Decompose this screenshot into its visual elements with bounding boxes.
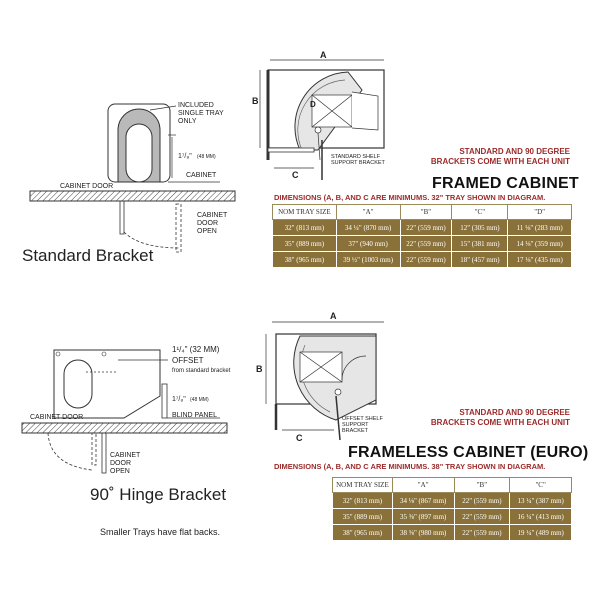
framed-header-a: "A" <box>335 204 401 220</box>
frameless-header-b: "B" <box>453 477 511 493</box>
blind-panel-label: BLIND PANEL <box>172 412 217 419</box>
cabinet-door-label: CABINET DOOR <box>60 183 114 190</box>
table-row: 38" (965 mm) 39 ½" (1003 mm) 22" (559 mm… <box>272 251 572 268</box>
frameless-brackets-note-line1: STANDARD AND 90 DEGREE <box>459 408 570 417</box>
hinge-height-dim: 1⁷/₈" <box>172 396 186 403</box>
frameless-dimension-table: NOM TRAY SIZE "A" "B" "C" 32" (813 mm) 3… <box>332 477 572 541</box>
table-cell: 38" (965 mm) <box>332 524 393 541</box>
frameless-dim-a: A <box>330 311 337 321</box>
framed-cabinet-drawing <box>259 59 385 180</box>
standard-height-dim: 1⁷/₈" <box>178 153 192 160</box>
table-cell: 22" (559 mm) <box>453 508 511 525</box>
frameless-cabinet-title: FRAMELESS CABINET (EURO) <box>348 444 589 461</box>
framed-dim-d: D <box>310 100 316 109</box>
hinge-offset-dim: 1¹/₄" (32 mm) <box>172 345 220 354</box>
frameless-header-c: "C" <box>509 477 572 493</box>
standard-shelf-support-label: STANDARD SHELF SUPPORT BRACKET <box>331 154 385 166</box>
frameless-subtitle: DIMENSIONS (A, B, AND C ARE MINIMUMS. 38… <box>274 462 546 471</box>
framed-header-d: "D" <box>507 204 572 220</box>
table-cell: 11 ⅛" (283 mm) <box>507 219 572 236</box>
frameless-dim-c: C <box>296 433 303 443</box>
table-cell: 35 ⅜" (897 mm) <box>391 508 455 525</box>
hinge-cabinet-door-open-label: CABINET DOOR OPEN <box>110 452 141 475</box>
framed-brackets-note-line1: STANDARD AND 90 DEGREE <box>459 147 570 156</box>
table-cell: 19 ¼" (489 mm) <box>509 524 572 541</box>
included-tray-label: INCLUDED SINGLE TRAY ONLY <box>178 102 224 125</box>
cabinet-label: CABINET <box>186 172 217 179</box>
standard-bracket-drawing <box>29 103 236 253</box>
table-cell: 22" (559 mm) <box>399 251 453 268</box>
table-cell: 34 ¼" (870 mm) <box>335 219 401 236</box>
framed-cabinet-title: FRAMED CABINET <box>432 175 579 192</box>
framed-dim-c: C <box>292 170 299 180</box>
table-cell: 22" (559 mm) <box>399 219 453 236</box>
hinge-offset-note: from standard bracket <box>172 368 231 374</box>
table-cell: 14 ⅛" (359 mm) <box>507 235 572 252</box>
table-cell: 22" (559 mm) <box>453 524 511 541</box>
hinge-bracket-drawing <box>21 349 228 474</box>
table-cell: 38 ⅝" (980 mm) <box>391 524 455 541</box>
hinge-cabinet-door-label: CABINET DOOR <box>30 414 84 421</box>
table-cell: 32" (813 mm) <box>272 219 337 236</box>
table-cell: 35" (889 mm) <box>272 235 337 252</box>
framed-header-size: NOM TRAY SIZE <box>272 204 337 220</box>
frameless-header-a: "A" <box>391 477 455 493</box>
table-cell: 39 ½" (1003 mm) <box>335 251 401 268</box>
table-row: 35" (889 mm) 37" (940 mm) 22" (559 mm) 1… <box>272 235 572 252</box>
table-row: 32" (813 mm) 34 ¼" (870 mm) 22" (559 mm)… <box>272 219 572 236</box>
hinge-offset-label: OFFSET <box>172 356 204 365</box>
framed-dim-b: B <box>252 96 259 106</box>
table-cell: 18" (457 mm) <box>451 251 509 268</box>
table-cell: 22" (559 mm) <box>453 492 511 509</box>
frameless-brackets-note: STANDARD AND 90 DEGREE BRACKETS COME WIT… <box>430 408 570 428</box>
table-cell: 13 ¼" (387 mm) <box>509 492 572 509</box>
frameless-cabinet-drawing <box>265 321 384 441</box>
frameless-table-header-row: NOM TRAY SIZE "A" "B" "C" <box>332 477 572 493</box>
table-cell: 34 ⅛" (867 mm) <box>391 492 455 509</box>
table-cell: 35" (889 mm) <box>332 508 393 525</box>
hinge-bracket-caption: 90˚ Hinge Bracket <box>90 485 227 504</box>
framed-brackets-note-line2: BRACKETS COME WITH EACH UNIT <box>430 157 570 166</box>
table-row: 38" (965 mm) 38 ⅝" (980 mm) 22" (559 mm)… <box>332 524 572 541</box>
frameless-dim-b: B <box>256 364 263 374</box>
hinge-cabinet-shelf <box>21 422 228 434</box>
framed-subtitle: DIMENSIONS (A, B, AND C ARE MINIMUMS. 32… <box>274 193 546 202</box>
table-cell: 15" (381 mm) <box>451 235 509 252</box>
cabinet-door-open-label: CABINET DOOR OPEN <box>197 212 228 235</box>
table-cell: 17 ⅛" (435 mm) <box>507 251 572 268</box>
table-cell: 38" (965 mm) <box>272 251 337 268</box>
frameless-header-size: NOM TRAY SIZE <box>332 477 393 493</box>
frameless-brackets-note-line2: BRACKETS COME WITH EACH UNIT <box>430 418 570 427</box>
framed-dimension-table: NOM TRAY SIZE "A" "B" "C" "D" 32" (813 m… <box>272 204 572 268</box>
table-row: 32" (813 mm) 34 ⅛" (867 mm) 22" (559 mm)… <box>332 492 572 509</box>
table-cell: 12" (305 mm) <box>451 219 509 236</box>
table-cell: 37" (940 mm) <box>335 235 401 252</box>
framed-header-b: "B" <box>399 204 453 220</box>
framed-table-header-row: NOM TRAY SIZE "A" "B" "C" "D" <box>272 204 572 220</box>
framed-header-c: "C" <box>451 204 509 220</box>
offset-shelf-support-label: OFFSET SHELF SUPPORT BRACKET <box>342 416 383 434</box>
table-row: 35" (889 mm) 35 ⅜" (897 mm) 22" (559 mm)… <box>332 508 572 525</box>
standard-height-mm: (48 mm) <box>197 154 216 160</box>
table-cell: 32" (813 mm) <box>332 492 393 509</box>
hinge-height-mm: (48 mm) <box>190 397 209 403</box>
table-cell: 22" (559 mm) <box>399 235 453 252</box>
table-cell: 16 ¼" (413 mm) <box>509 508 572 525</box>
smaller-trays-note: Smaller Trays have flat backs. <box>100 527 221 537</box>
standard-cabinet-shelf <box>29 190 236 202</box>
standard-bracket-caption: Standard Bracket <box>22 246 154 265</box>
framed-dim-a: A <box>320 50 327 60</box>
framed-brackets-note: STANDARD AND 90 DEGREE BRACKETS COME WIT… <box>430 147 570 167</box>
